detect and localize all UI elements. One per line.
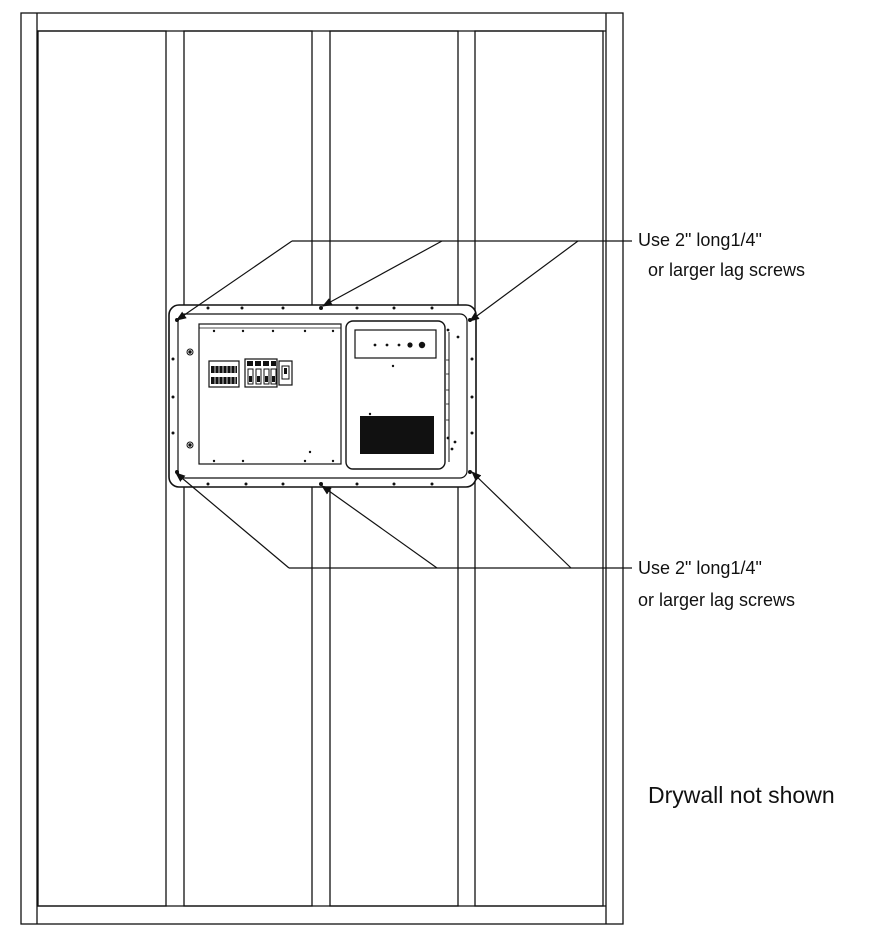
vent-grille-icon	[360, 416, 434, 454]
bottom-leader-center	[321, 485, 438, 569]
top-leader-center	[322, 240, 443, 307]
breaker-icon	[244, 358, 278, 388]
led-indicator-icon	[373, 341, 426, 349]
rail-ticks	[446, 359, 449, 421]
wiring-compartment	[198, 323, 342, 465]
panel-fasteners	[212, 329, 335, 463]
top-leader-left	[176, 240, 293, 321]
bottom-leader-left	[175, 472, 290, 569]
bottom-leader-right	[471, 471, 572, 569]
mounting-flange-inner	[177, 313, 468, 479]
bottom-callout-line-2: or larger lag screws	[638, 590, 796, 610]
terminal-block-icon	[208, 360, 240, 388]
keyhole-mounts	[186, 348, 194, 449]
lag-screw-icon	[171, 306, 474, 486]
switch-icon	[278, 360, 293, 386]
top-leader-right	[469, 240, 579, 322]
top-callout-leaders	[176, 240, 632, 322]
stud-bay-4	[474, 30, 604, 907]
top-callout-line-1: Use 2" long1/4"	[638, 230, 762, 250]
bottom-callout-line-1: Use 2" long1/4"	[638, 558, 762, 578]
equipment-unit	[168, 304, 477, 488]
top-callout-line-2: or larger lag screws	[648, 260, 806, 280]
bottom-callout-leaders	[175, 471, 632, 569]
frame-outline	[20, 12, 624, 925]
stud-bay-1	[37, 30, 167, 907]
drywall-note: Drywall not shown	[648, 782, 835, 808]
